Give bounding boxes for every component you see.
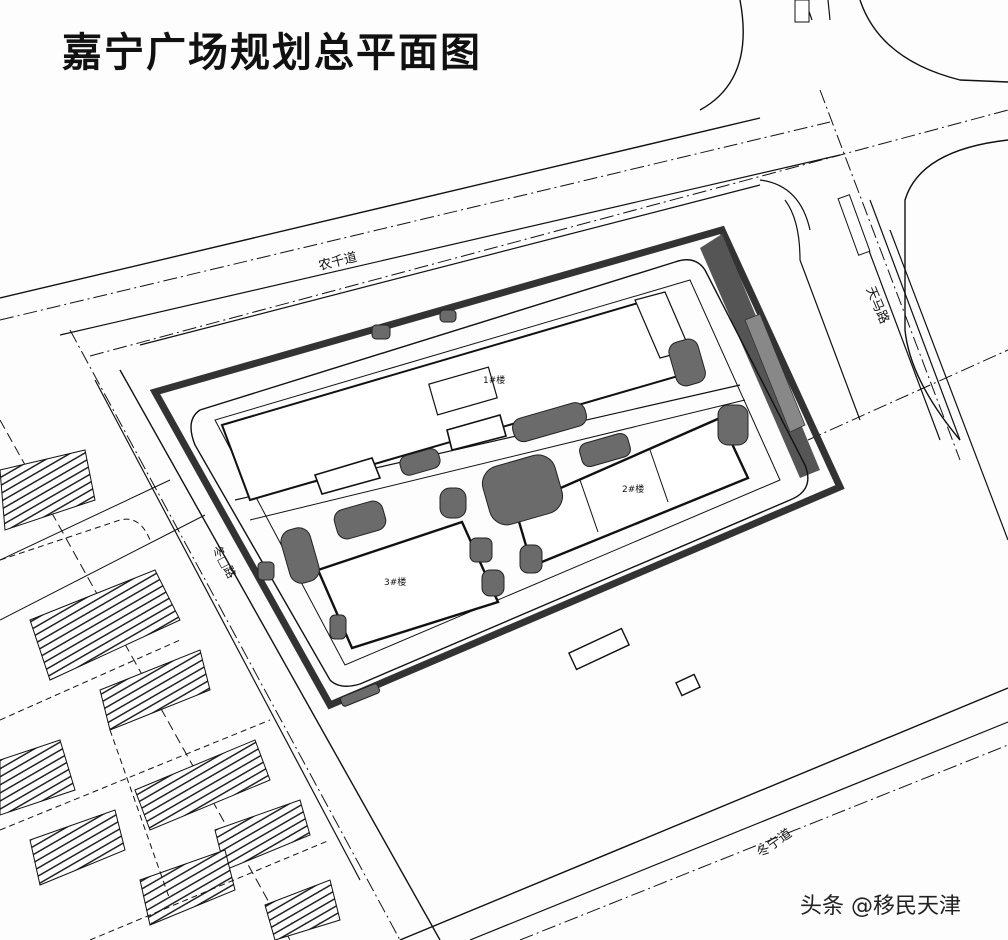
parking-lot [339,683,381,707]
road-label-east: 天马路 [862,284,892,326]
residential-building [0,739,76,816]
parking-lot [439,487,467,519]
south-road [399,687,1008,940]
parking-lot [469,537,493,563]
parking-lot [329,614,347,640]
building-3-label: 3#楼 [384,576,406,588]
parking-lot [439,309,457,323]
parking-lot [512,402,588,443]
residential-building [134,739,271,831]
parking-lot [371,324,391,340]
parking-lot [668,338,706,387]
parking-lot [280,527,320,584]
east-road [784,0,1008,541]
residential-building [139,849,236,926]
page-title: 嘉宁广场规划总平面图 [62,30,482,76]
east-parking-grid [744,313,806,433]
guard-house [567,627,631,671]
building-2-label: 2#楼 [622,483,644,495]
residential-building [264,879,341,940]
building-1-label: 1#楼 [483,374,505,386]
road-label-west: 冬□路 [210,543,240,581]
parking-lot [717,404,749,446]
road-label-south: 冬宁道 [754,825,795,860]
internal-road-loop [190,259,809,687]
residential-building [214,799,311,871]
road-island [794,0,810,23]
parking-lot [481,569,505,597]
north-road [0,0,1008,357]
residential-blocks [0,449,341,940]
building-1-annex-2 [446,414,507,451]
residential-building [99,649,211,731]
parking-lot [519,544,543,574]
parking-lot [579,432,631,468]
building-1-annex [313,457,382,495]
residential-building [29,809,126,886]
residential-building [0,449,96,531]
internal-road-middle-2 [249,399,746,521]
small-structure [675,673,701,697]
parking-areas [257,309,749,707]
building-1-courtyard [428,366,498,416]
residential-roads [0,518,331,940]
residential-building [29,569,181,681]
watermark: 头条 @移民天津 [800,894,961,919]
parking-lot [257,561,275,581]
building-2-divider-2 [649,449,669,503]
site-boundary [149,225,845,710]
parking-lot [333,500,387,540]
road-island [837,194,871,256]
parking-lot [481,454,564,526]
parking-lot [399,448,441,476]
building-2-divider [579,479,599,533]
